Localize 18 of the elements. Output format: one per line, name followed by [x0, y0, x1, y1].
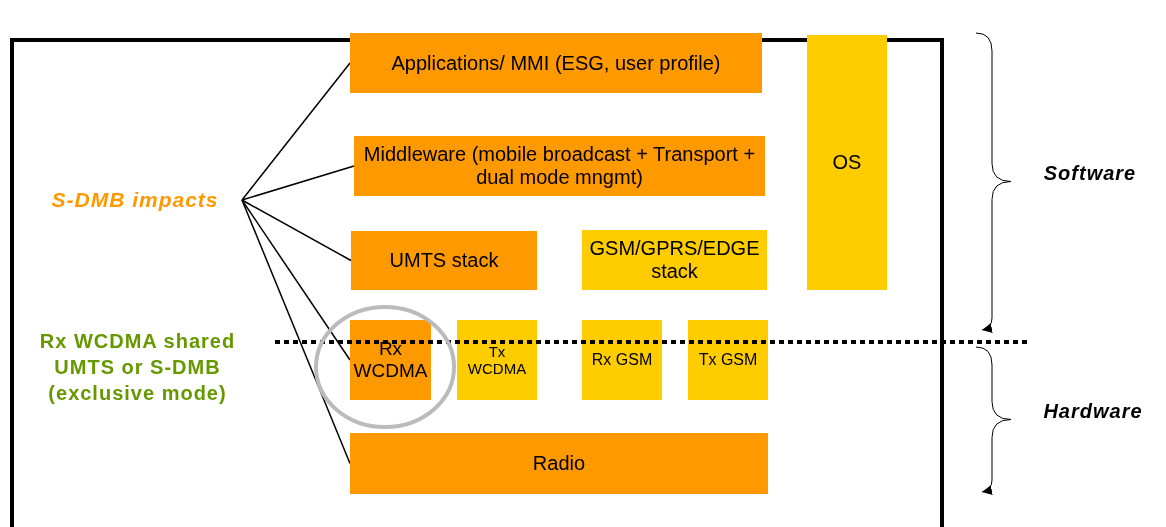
- layer-box: GSM/GPRS/EDGE stack: [582, 230, 767, 290]
- leader-line: [241, 199, 351, 361]
- leader-line: [241, 199, 351, 465]
- layer-caption: Hardware: [1042, 399, 1144, 424]
- layer-box: Radio: [350, 433, 768, 494]
- leader-line: [241, 165, 355, 201]
- note-text: Rx WCDMA shared UMTS or S-DMB (exclusive mode): [38, 329, 237, 406]
- hardware-box: Tx WCDMA: [457, 320, 537, 400]
- layer-caption: Software: [1042, 161, 1138, 186]
- impact-label: S-DMB impacts: [30, 185, 240, 215]
- hardware-box: Rx GSM: [582, 320, 662, 400]
- leader-line: [241, 62, 351, 201]
- leader-line: [241, 199, 352, 262]
- layer-box: UMTS stack: [351, 231, 537, 290]
- layer-box: OS: [807, 35, 887, 290]
- layer-box: Applications/ MMI (ESG, user profile): [350, 33, 762, 93]
- hardware-box: Tx GSM: [688, 320, 768, 400]
- layer-box: Middleware (mobile broadcast + Transport + dual mode mngmt): [354, 136, 765, 196]
